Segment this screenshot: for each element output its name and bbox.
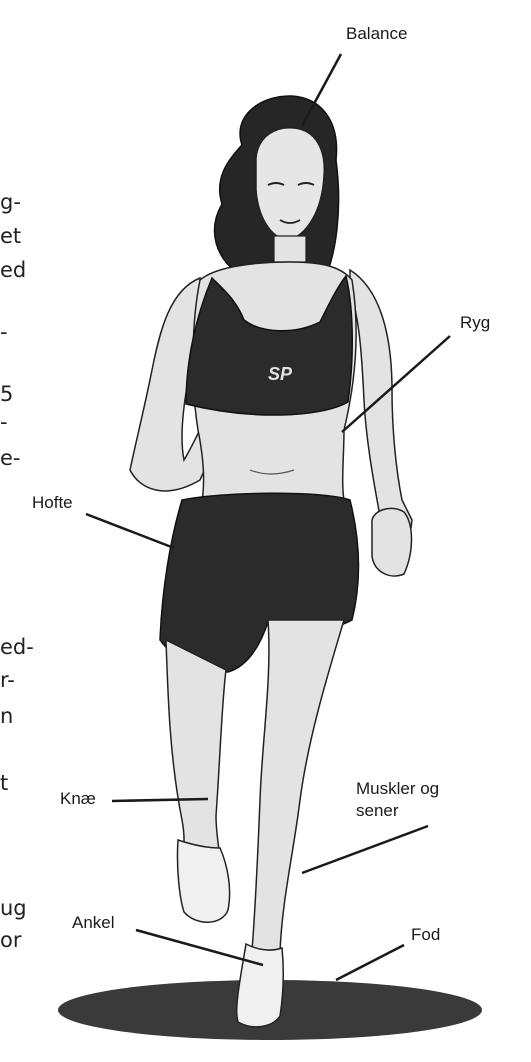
callout-ryg <box>342 336 450 432</box>
cropped-text-9: n <box>0 706 13 727</box>
cropped-text-11: ug <box>0 898 27 919</box>
callout-hofte <box>86 514 174 548</box>
callout-muskler <box>302 826 428 873</box>
left-shoe <box>177 840 229 922</box>
cropped-text-1: et <box>0 226 21 247</box>
callout-fod <box>336 945 404 980</box>
label-hofte: Hofte <box>32 493 73 513</box>
label-fod: Fod <box>411 925 440 945</box>
right-fist <box>372 508 412 576</box>
cropped-text-0: g- <box>0 192 21 213</box>
cropped-text-4: 5 <box>0 384 13 405</box>
cropped-text-10: t <box>0 773 8 794</box>
shirt-logo: SP <box>268 364 293 384</box>
cropped-text-7: ed- <box>0 637 34 658</box>
label-knae: Knæ <box>60 789 96 809</box>
cropped-text-8: r- <box>0 670 15 691</box>
cropped-text-6: e- <box>0 448 21 469</box>
label-ryg: Ryg <box>460 313 490 333</box>
callout-ankel <box>136 930 263 965</box>
right-leg <box>252 620 344 952</box>
cropped-text-3: - <box>0 322 8 343</box>
cropped-text-5: - <box>0 412 8 433</box>
right-shoe <box>237 944 284 1027</box>
label-muskler-line2: sener <box>356 801 399 821</box>
label-balance: Balance <box>346 24 407 44</box>
label-ankel: Ankel <box>72 913 115 933</box>
cropped-text-12: or <box>0 930 21 951</box>
cropped-text-2: ed <box>0 260 26 281</box>
label-muskler-line1: Muskler og <box>356 779 439 799</box>
